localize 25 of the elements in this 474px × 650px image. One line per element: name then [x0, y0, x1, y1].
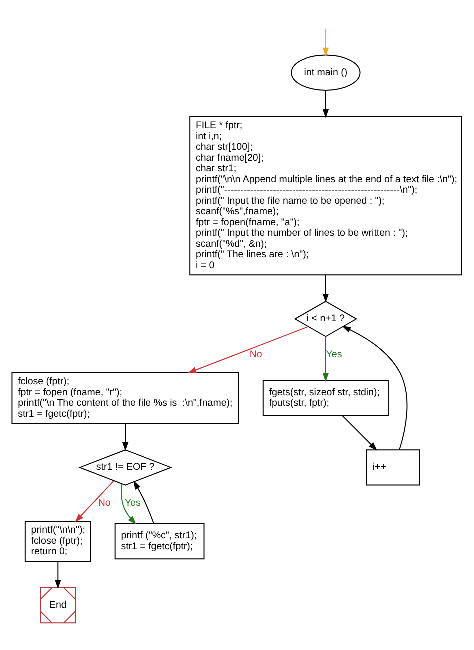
- arrow: [188, 326, 309, 373]
- node-box: FILE * fptr; int i,n; char str[100]; char fname[20]; char str1; printf("\n\n Append multiple lines at the end of a text file :\n"); printf("------------------------------------------------------\n"); printf(" Input the file name to be opened : "); scanf("%s",fname); fptr = fopen(fname, "a"); printf(" Input the number of lines to be written : "); scanf("%d", &n); printf(" The lines are : \n"); i = 0: [190, 116, 462, 276]
- arrow: [75, 480, 114, 522]
- node-box: printf("\n\n"); fclose (fptr); return 0;: [24, 520, 92, 562]
- edge-label: Yes: [124, 497, 141, 508]
- edge-label: No: [98, 497, 111, 508]
- arrow: [322, 90, 330, 118]
- edge-label: Yes: [326, 348, 342, 360]
- arrow: [342, 414, 378, 450]
- node-box: fgets(str, sizeof str, stdin); fputs(str, fptr);: [262, 380, 389, 416]
- arrow: [55, 560, 62, 589]
- node-box: i++: [366, 449, 420, 486]
- arrow: [322, 336, 330, 382]
- arrow: [322, 28, 330, 56]
- arrow: [322, 274, 330, 302]
- arrow: [121, 483, 136, 524]
- node-box: fclose (fptr); fptr = fopen (fname, "r"); printf("\n The content of the file %s is :\n",fname); str1 = fgetc(fptr);: [12, 372, 240, 424]
- arrow: [134, 480, 154, 524]
- node-diamond: str1 != EOF ?: [78, 449, 172, 486]
- arrow: [122, 423, 129, 451]
- node-diamond: i < n+1 ?: [294, 300, 358, 337]
- edge-label: No: [250, 348, 262, 360]
- arrow: [342, 326, 408, 450]
- node-box: printf ("%c", str1); str1 = fgetc(fptr);: [114, 522, 205, 560]
- node-ellipse: int main (): [291, 54, 361, 90]
